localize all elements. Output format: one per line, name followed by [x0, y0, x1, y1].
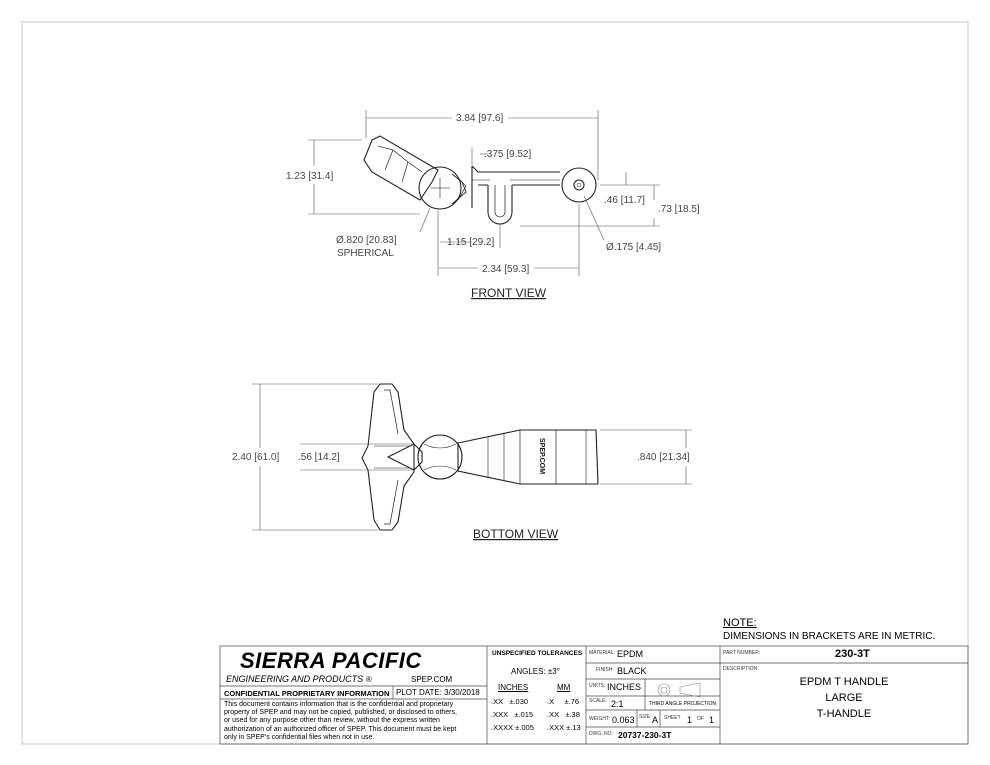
part-number-label: PART NUMBER:: [723, 650, 761, 656]
dim-to-loop: 1.15 [29.2]: [447, 237, 494, 248]
tolerances-angles: ANGLES: ±3°: [511, 667, 560, 676]
tolerance-mm-row: .XX ±.38: [547, 710, 580, 719]
dim-bottom-width: 2.40 [61.0]: [232, 452, 279, 463]
bottom-grip: [457, 429, 599, 485]
projection-label: THIRD ANGLE PROJECTION: [649, 701, 716, 707]
scale-value: 2:1: [611, 699, 624, 709]
material-label: MATERIAL:: [589, 650, 616, 656]
front-eye: [561, 167, 597, 203]
tolerances-heading: UNSPECIFIED TOLERANCES: [492, 650, 583, 657]
third-angle-projection-icon: [657, 682, 701, 698]
description-line: EPDM T HANDLE: [799, 676, 889, 688]
units-label: UNITS:: [589, 683, 606, 689]
dim-bottom-neck: .56 [14.2]: [298, 452, 340, 463]
bottom-dimension-lines: [252, 383, 692, 531]
bottom-view-title: BOTTOM VIEW: [473, 527, 559, 541]
note-heading: NOTE:: [723, 617, 757, 629]
company-division-text: ENGINEERING AND PRODUCTS: [226, 674, 364, 684]
company-division: ENGINEERING AND PRODUCTS ®: [226, 674, 372, 684]
of-value: 1: [709, 715, 715, 725]
plot-date: PLOT DATE: 3/30/2018: [396, 688, 480, 697]
scale-label: SCALE:: [589, 698, 607, 704]
confidential-line: only in SPEP's confidential files when n…: [224, 733, 375, 741]
tolerance-mm-row: .X ±.76: [547, 697, 580, 706]
confidential-line: or used for any purpose other than revie…: [224, 717, 440, 725]
finish-label: FINISH:: [596, 667, 614, 673]
dwg-label: DWG. NO:: [589, 731, 613, 737]
note-text: DIMENSIONS IN BRACKETS ARE IN METRIC.: [723, 631, 936, 642]
description-line: T-HANDLE: [816, 708, 872, 720]
company-website: SPEP.COM: [411, 675, 453, 684]
description: EPDM T HANDLE LARGE T-HANDLE: [720, 674, 968, 722]
units-value: INCHES: [607, 682, 642, 692]
weight-label: WEIGHT:: [589, 716, 610, 722]
tolerance-inch-row: .XX ±.030: [491, 697, 529, 706]
bottom-view: [361, 383, 599, 531]
title-block-grid: [219, 645, 969, 745]
of-label: OF: [697, 716, 704, 722]
dim-height: 1.23 [31.4]: [286, 171, 333, 182]
front-grip-outline: [363, 135, 439, 201]
tolerance-inch-row: .XXXX ±.005: [491, 723, 534, 732]
confidential-heading: CONFIDENTIAL PROPRIETARY INFORMATION: [224, 689, 390, 698]
dim-overall-length: 3.84 [97.6]: [456, 113, 503, 124]
finish-value: BLACK: [617, 666, 647, 676]
sheet-value: 1: [687, 715, 693, 725]
confidential-line: authorization of an authorized officer o…: [224, 725, 457, 733]
material-value: EPDM: [617, 649, 644, 659]
dim-ball-diameter: Ø.820 [20.83]: [336, 235, 397, 246]
tolerances-mm-heading: MM: [557, 683, 571, 692]
front-view: [363, 135, 597, 225]
dim-ball-to-hole: 2.34 [59.3]: [482, 264, 529, 275]
size-label: SIZE:: [639, 714, 652, 720]
dim-hole-diameter: Ø.175 [4.45]: [606, 242, 661, 253]
weight-value: 0.063: [612, 715, 635, 725]
description-label: DESCRIPTION:: [723, 666, 759, 672]
confidential-text: This document contains information that …: [224, 701, 457, 742]
front-eye-hole: [573, 179, 585, 191]
tolerance-inch-row: .XXX ±.015: [491, 710, 534, 719]
dwg-number: 20737-230-3T: [618, 730, 672, 740]
tolerance-mm-row: .XXX ±.13: [547, 723, 581, 732]
confidential-line: This document contains information that …: [224, 701, 454, 708]
dim-eye-offset: .46 [11.7]: [604, 195, 645, 206]
bottom-t-bar: [361, 383, 415, 531]
company-name: SIERRA PACIFIC: [240, 648, 422, 673]
front-bar: [471, 165, 560, 208]
dim-ball-note: SPHERICAL: [337, 248, 394, 259]
dim-eye-height: .73 [18.5]: [658, 204, 700, 215]
dim-slot-width: .375 [9.52]: [484, 149, 531, 160]
tolerances-inches-heading: INCHES: [498, 683, 529, 692]
bottom-ball: [417, 434, 463, 480]
front-dimension-lines: [308, 110, 660, 276]
bottom-stamp: SPEP.COM: [538, 438, 545, 474]
sheet-label: SHEET: [664, 715, 681, 721]
front-ball: [418, 166, 462, 210]
confidential-line: property of SPEP and may not be copied, …: [224, 709, 457, 717]
dim-bottom-grip: .840 [21.34]: [637, 452, 690, 463]
part-number: 230-3T: [835, 648, 870, 660]
front-loop: [487, 185, 513, 225]
description-line: LARGE: [825, 692, 863, 704]
front-view-title: FRONT VIEW: [471, 286, 547, 300]
size-value: A: [652, 715, 659, 725]
registered-mark: ®: [365, 675, 372, 684]
